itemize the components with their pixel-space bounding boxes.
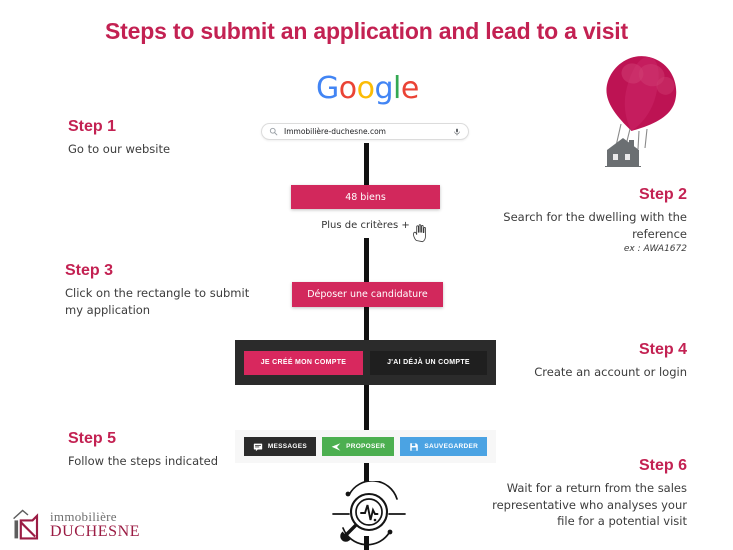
step-block-5: Step 5 Follow the steps indicated xyxy=(68,430,243,470)
brand-wordmark: immobilière DUCHESNE xyxy=(50,510,140,542)
step-block-2: Step 2 Search for the dwelling with the … xyxy=(493,186,687,254)
timeline-segment xyxy=(364,463,369,482)
timeline-segment xyxy=(364,307,369,340)
results-count-button[interactable]: 48 biens xyxy=(291,185,440,209)
account-panel: JE CRÉÉ MON COMPTE J'AI DÉJÀ UN COMPTE xyxy=(235,340,496,385)
step-6-body: Wait for a return from the sales represe… xyxy=(492,481,687,529)
step-block-6: Step 6 Wait for a return from the sales … xyxy=(478,457,687,530)
google-letter-g1: G xyxy=(316,71,339,106)
floppy-disk-icon xyxy=(410,442,419,451)
timeline-segment xyxy=(364,238,369,282)
step-block-1: Step 1 Go to our website xyxy=(68,118,268,158)
step-2-note: ex : AWA1672 xyxy=(623,244,687,255)
step-3-body: Click on the rectangle to submit my appl… xyxy=(65,286,250,317)
step-2-heading: Step 2 xyxy=(638,186,687,203)
google-logo: Google xyxy=(316,74,419,104)
search-icon xyxy=(269,127,278,136)
step-block-4: Step 4 Create an account or login xyxy=(488,341,687,381)
google-letter-l: l xyxy=(393,71,401,106)
house-monogram-logo-icon xyxy=(13,509,39,540)
google-letter-e: e xyxy=(400,71,419,106)
step-6-heading: Step 6 xyxy=(638,457,687,474)
step-block-3: Step 3 Click on the rectangle to submit … xyxy=(65,262,270,318)
step-5-body: Follow the steps indicated xyxy=(68,454,219,468)
paper-plane-icon xyxy=(331,442,341,451)
page-title: Steps to submit an application and lead … xyxy=(105,18,628,44)
hot-air-balloon-with-house-icon xyxy=(605,56,677,167)
timeline-segment xyxy=(364,143,369,185)
messages-button[interactable]: MESSAGES xyxy=(243,437,317,456)
step-5-heading: Step 5 xyxy=(68,430,117,447)
brand-logo: immobilière DUCHESNE xyxy=(10,506,140,542)
google-letter-g2: g xyxy=(374,71,394,106)
step-2-body: Search for the dwelling with the referen… xyxy=(503,210,687,241)
pointing-hand-cursor-icon xyxy=(413,224,426,243)
google-letter-o2: o xyxy=(356,71,375,106)
step-4-body: Create an account or login xyxy=(534,365,687,379)
existing-account-button[interactable]: J'AI DÉJÀ UN COMPTE xyxy=(370,350,487,375)
step-4-heading: Step 4 xyxy=(638,341,687,358)
step-1-heading: Step 1 xyxy=(68,118,117,135)
google-letter-o1: o xyxy=(338,71,357,106)
timeline-segment xyxy=(364,385,369,430)
search-input[interactable]: Immobilière-duchesne.com xyxy=(284,127,386,136)
step-1-body: Go to our website xyxy=(68,142,171,156)
timeline-segment xyxy=(364,536,369,550)
more-criteria-link[interactable]: Plus de critères + xyxy=(321,220,410,231)
google-search-bar[interactable]: Immobilière-duchesne.com xyxy=(261,123,469,140)
microphone-icon[interactable] xyxy=(453,127,461,137)
propose-button[interactable]: PROPOSER xyxy=(322,437,395,456)
messages-button-label: MESSAGES xyxy=(267,443,308,450)
create-account-button[interactable]: JE CRÉÉ MON COMPTE xyxy=(244,350,363,375)
propose-button-label: PROPOSER xyxy=(346,443,386,450)
action-toolbar: MESSAGES PROPOSER SAUVEGARDER xyxy=(235,430,496,463)
save-button[interactable]: SAUVEGARDER xyxy=(400,437,488,456)
step-3-heading: Step 3 xyxy=(65,262,114,279)
brand-line-1: immobilière xyxy=(50,509,117,524)
submit-application-button[interactable]: Déposer une candidature xyxy=(292,282,443,307)
magnifying-glass-pulse-icon xyxy=(332,481,406,546)
save-button-label: SAUVEGARDER xyxy=(424,443,479,450)
brand-line-2: DUCHESNE xyxy=(50,523,141,540)
chat-bubble-icon xyxy=(253,443,262,451)
